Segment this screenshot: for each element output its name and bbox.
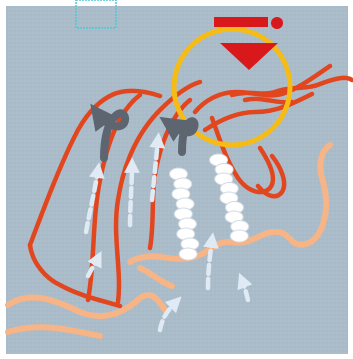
- marker-dot: [271, 17, 283, 29]
- marker-bar: [214, 17, 268, 27]
- bead-left: [179, 248, 197, 260]
- bead-right: [230, 230, 248, 242]
- up-arrow-icon: [130, 165, 132, 225]
